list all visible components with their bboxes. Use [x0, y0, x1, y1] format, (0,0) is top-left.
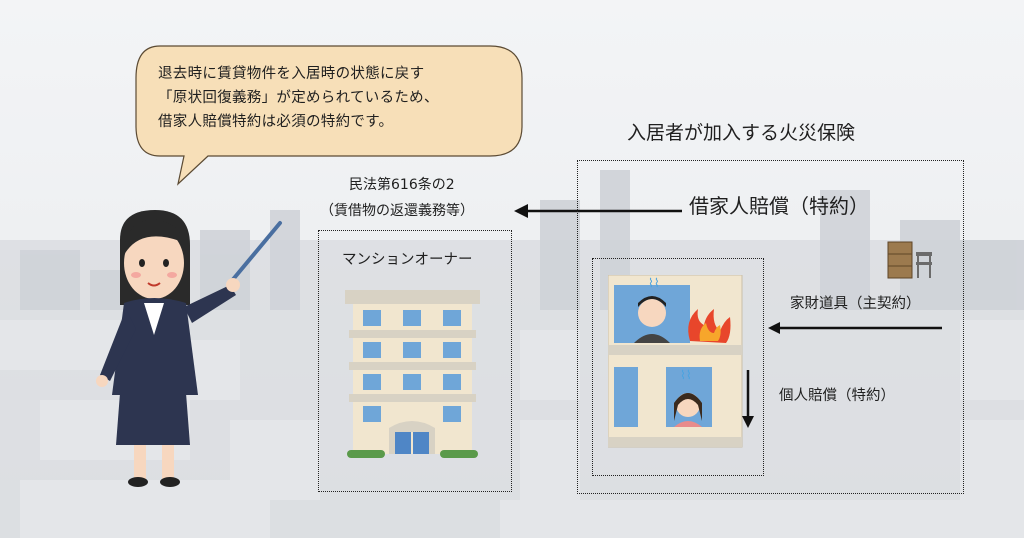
personal-liability-arrow [742, 370, 754, 428]
tenant-liability-label: 借家人賠償（特約） [689, 194, 869, 218]
furniture-icon [887, 241, 932, 279]
speech-bubble-text: 退去時に賃貸物件を入居時の状態に戻す 「原状回復義務」が定められているため、 借… [158, 62, 498, 134]
bubble-line-2: 「原状回復義務」が定められているため、 [158, 90, 439, 106]
insurance-title: 入居者が加入する火災保険 [627, 122, 856, 144]
fire-icon [688, 309, 731, 343]
owner-label: マンションオーナー [342, 252, 473, 268]
svg-text:⌇⌇: ⌇⌇ [648, 276, 660, 290]
apartment-building-icon [345, 290, 480, 458]
tenant-liability-arrow [514, 204, 682, 218]
law-reference-article: 民法第616条の2 [349, 177, 455, 193]
residence-illustration: ⌇⌇ ⌇⌇ [608, 275, 743, 448]
residence-frame [592, 258, 764, 476]
insurance-frame [577, 160, 964, 494]
resident-man-icon: ⌇⌇ [634, 276, 670, 343]
svg-text:⌇⌇: ⌇⌇ [680, 368, 692, 382]
resident-woman-icon: ⌇⌇ [674, 368, 702, 427]
law-reference-title: （賃借物の返還義務等） [320, 203, 474, 219]
bubble-line-3: 借家人賠償特約は必須の特約です。 [158, 114, 394, 130]
teacher-with-pointer-icon [96, 210, 282, 487]
personal-liability-label: 個人賠償（特約） [779, 388, 895, 404]
owner-frame [318, 230, 512, 492]
household-goods-label: 家財道具（主契約） [790, 296, 921, 312]
speech-bubble [135, 45, 523, 186]
household-goods-arrow [768, 322, 942, 334]
bubble-line-1: 退去時に賃貸物件を入居時の状態に戻す [158, 66, 425, 82]
